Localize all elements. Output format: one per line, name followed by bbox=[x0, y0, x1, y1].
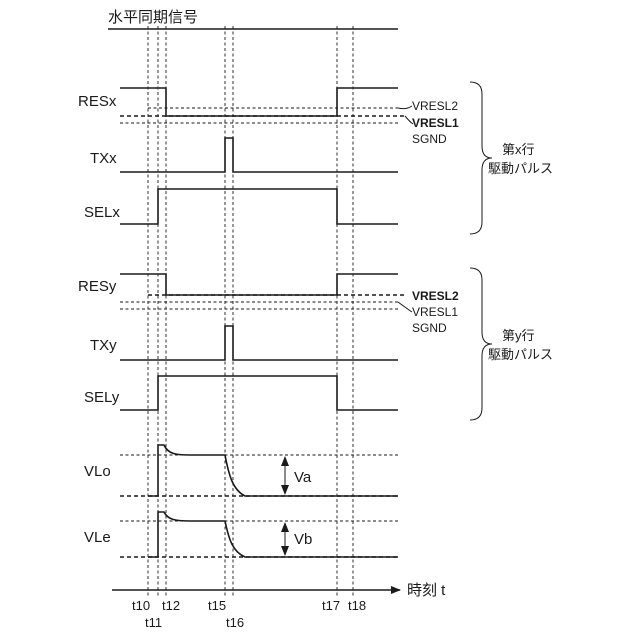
txx-waveform bbox=[120, 138, 398, 172]
tick-t17: t17 bbox=[322, 598, 340, 613]
tick-t11: t11 bbox=[145, 615, 162, 630]
group-x-line1: 第x行 bbox=[502, 142, 535, 157]
label-vle: VLe bbox=[84, 529, 111, 546]
label-sely: SELy bbox=[84, 389, 120, 406]
tick-t18: t18 bbox=[348, 598, 366, 613]
group-y-line2: 駆動パルス bbox=[488, 347, 553, 362]
leader-vresl1-y bbox=[398, 302, 412, 312]
vlo-waveform bbox=[148, 445, 398, 496]
tick-t12: t12 bbox=[162, 598, 180, 613]
level-vresl2-x: VRESL2 bbox=[412, 99, 458, 113]
group-y-brace bbox=[470, 268, 492, 420]
label-vlo: VLo bbox=[84, 463, 111, 480]
group-y-line1: 第y行 bbox=[502, 328, 535, 343]
group-x-brace bbox=[470, 82, 492, 234]
hsync-label: 水平同期信号 bbox=[108, 9, 198, 26]
sely-waveform bbox=[120, 376, 398, 410]
voltage-vb: Vb bbox=[294, 531, 312, 548]
tick-t10: t10 bbox=[132, 598, 150, 613]
resx-waveform bbox=[120, 88, 398, 116]
level-sgnd-x: SGND bbox=[412, 132, 447, 146]
group-x-line2: 駆動パルス bbox=[488, 161, 553, 176]
label-resy: RESy bbox=[78, 278, 117, 295]
tick-t15: t15 bbox=[208, 598, 226, 613]
time-markers bbox=[148, 26, 353, 598]
level-vresl1-y: VRESL1 bbox=[412, 305, 458, 319]
time-axis-label: 時刻 t bbox=[407, 582, 446, 599]
selx-waveform bbox=[120, 189, 398, 224]
vle-waveform bbox=[148, 512, 398, 557]
label-selx: SELx bbox=[84, 204, 120, 221]
label-resx: RESx bbox=[78, 93, 117, 110]
resy-waveform bbox=[120, 274, 398, 295]
level-sgnd-y: SGND bbox=[412, 321, 447, 335]
label-txx: TXx bbox=[90, 150, 117, 167]
leader-vresl2-x bbox=[398, 106, 412, 109]
voltage-va: Va bbox=[294, 469, 312, 486]
tick-t16: t16 bbox=[226, 615, 244, 630]
txy-waveform bbox=[120, 326, 398, 360]
level-vresl1-x: VRESL1 bbox=[412, 116, 459, 130]
level-vresl2-y: VRESL2 bbox=[412, 289, 459, 303]
label-txy: TXy bbox=[90, 337, 117, 354]
